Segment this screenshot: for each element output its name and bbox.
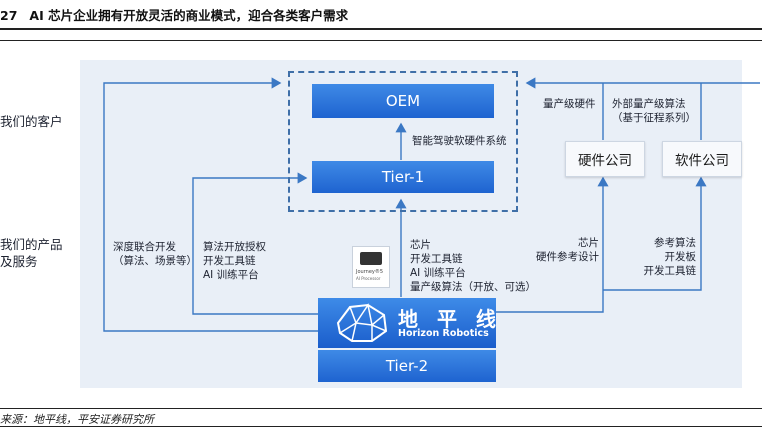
label-mass-hardware: 量产级硬件 bbox=[543, 98, 596, 110]
oem-tier1-group bbox=[288, 71, 518, 212]
journey-chip-icon: Journey®5 AI Processor bbox=[352, 246, 390, 288]
horizon-logo-icon bbox=[336, 303, 388, 342]
figure-title: 27 AI 芯片企业拥有开放灵活的商业模式，迎合各类客户需求 bbox=[0, 4, 762, 28]
label-chip-services: 芯片 开发工具链 AI 训练平台 量产级算法（开放、可选） bbox=[410, 239, 536, 293]
oem-box: OEM bbox=[312, 84, 494, 118]
arrow-deep-dev bbox=[103, 77, 318, 332]
chip-sublabel: AI Processor bbox=[356, 276, 381, 281]
side-label-customers: 我们的客户 bbox=[0, 114, 63, 129]
label-algo-license: 算法开放授权 开发工具链 AI 训练平台 bbox=[203, 241, 266, 281]
horizon-name-cn: 地 平 线 bbox=[398, 307, 502, 331]
figure-title-text: AI 芯片企业拥有开放灵活的商业模式，迎合各类客户需求 bbox=[29, 8, 349, 23]
arrow-to-hardware bbox=[496, 176, 609, 313]
figure-source: 来源：地平线，平安证券研究所 bbox=[0, 413, 154, 426]
label-smart-driving: 智能驾驶软硬件系统 bbox=[412, 135, 507, 147]
hardware-company-box: 硬件公司 bbox=[565, 141, 645, 177]
tier2-box: Tier-2 bbox=[318, 350, 496, 382]
source-rule-bottom bbox=[0, 426, 762, 427]
horizon-robotics-block bbox=[318, 298, 496, 348]
tier1-box: Tier-1 bbox=[312, 161, 494, 193]
side-label-products: 我们的产品 及服务 bbox=[0, 237, 63, 269]
source-rule bbox=[0, 408, 762, 409]
chip-die-icon bbox=[360, 252, 382, 265]
figure-number: 27 bbox=[0, 8, 18, 23]
software-company-box: 软件公司 bbox=[662, 141, 742, 177]
arrow-algo-license bbox=[192, 172, 318, 315]
title-rule bbox=[0, 28, 762, 30]
label-ref-algo: 参考算法 开发板 开发工具链 bbox=[643, 237, 697, 277]
arrow-to-software bbox=[603, 176, 707, 291]
label-external-algo: 外部量产级算法 （基于征程系列） bbox=[612, 98, 696, 124]
label-chip-ref: 芯片 硬件参考设计 bbox=[536, 237, 599, 263]
title-rule-thin bbox=[0, 40, 762, 41]
chip-label: Journey®5 bbox=[356, 269, 384, 275]
label-deep-dev: 深度联合开发 （算法、场景等） bbox=[113, 241, 197, 267]
horizon-name-en: Horizon Robotics bbox=[398, 328, 489, 339]
